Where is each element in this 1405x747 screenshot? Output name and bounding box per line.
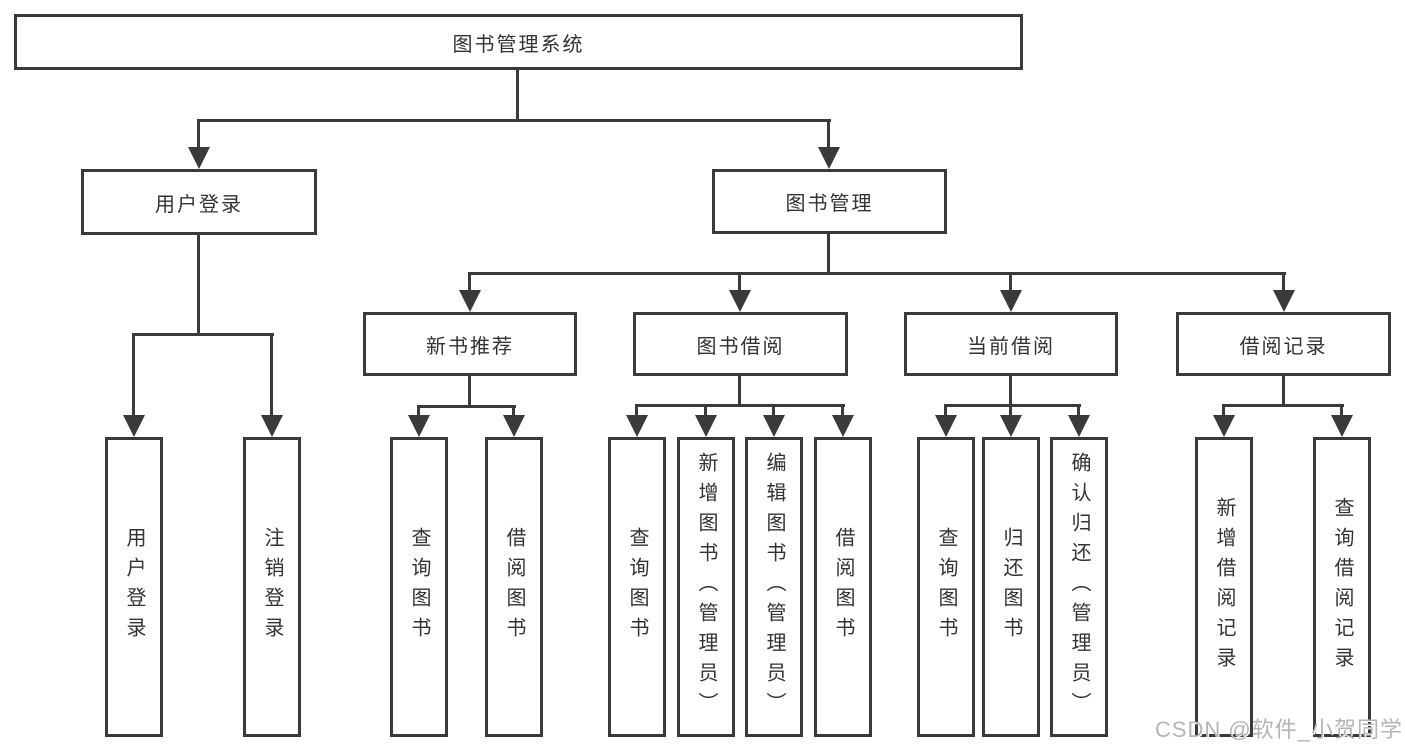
watermark: CSDN @软件_小贺同学 [1154,717,1403,742]
leaf-label: 归还图书 [1000,527,1022,647]
connector-line [704,404,707,421]
connector-arrow-down-icon [123,415,145,437]
connector-arrow-down-icon [1331,415,1353,437]
connector-arrow-down-icon [1273,290,1295,312]
connector-line [1222,404,1225,421]
connector-line [512,405,515,421]
connector-line [1009,404,1012,421]
connector-line [468,272,1286,275]
node-current-borrowing: 当前借阅 [904,312,1118,376]
node-new-book-recommend: 新书推荐 [363,312,577,376]
connector-line [635,404,845,407]
node-label: 新书推荐 [426,335,514,358]
connector-line [1282,272,1285,296]
connector-line [1340,404,1343,421]
leaf-label: 查询图书 [935,527,957,647]
connector-line [827,119,830,153]
connector-arrow-down-icon [503,415,525,437]
connector-arrow-down-icon [1000,290,1022,312]
leaf-label: 查询借阅记录 [1331,497,1353,677]
connector-line [468,376,471,408]
connector-arrow-down-icon [1000,415,1022,437]
connector-line [738,376,741,407]
leaf-label: 确认归还（管理员） [1068,452,1090,722]
connector-line [772,404,775,421]
connector-arrow-down-icon [763,415,785,437]
connector-arrow-down-icon [729,290,751,312]
node-borrowing-records: 借阅记录 [1176,312,1391,376]
leaf-add-borrow-record: 新增借阅记录 [1195,437,1253,737]
leaf-borrow-books-recommend: 借阅图书 [485,437,543,737]
leaf-label: 新增借阅记录 [1213,497,1235,677]
leaf-return-book: 归还图书 [982,437,1040,737]
leaf-label: 查询图书 [626,527,648,647]
leaf-query-books-recommend: 查询图书 [390,437,448,737]
leaf-user-login: 用户登录 [105,437,163,737]
leaf-add-book-admin: 新增图书（管理员） [677,437,735,737]
node-book-borrowing: 图书借阅 [633,312,848,376]
connector-line [1009,272,1012,296]
connector-line [516,70,519,121]
connector-line [1222,404,1344,407]
connector-line [635,404,638,421]
leaf-label: 借阅图书 [503,527,525,647]
connector-arrow-down-icon [818,147,840,169]
connector-line [1282,376,1285,407]
connector-line [827,233,830,275]
connector-line [1077,404,1080,421]
connector-line [417,405,516,408]
node-library-management-system: 图书管理系统 [14,14,1023,70]
leaf-label: 借阅图书 [832,527,854,647]
connector-line [468,272,471,296]
node-label: 图书管理 [785,193,874,215]
connector-line [197,234,200,335]
leaf-label: 新增图书（管理员） [695,452,717,722]
leaf-query-books-borrow: 查询图书 [608,437,666,737]
leaf-edit-book-admin: 编辑图书（管理员） [745,437,803,737]
node-label: 图书管理系统 [452,33,585,56]
connector-arrow-down-icon [1213,415,1235,437]
connector-line [841,404,844,421]
node-label: 用户登录 [155,193,243,216]
connector-arrow-down-icon [408,415,430,437]
leaf-borrow-books: 借阅图书 [814,437,872,737]
connector-arrow-down-icon [935,415,957,437]
leaf-label: 注销登录 [261,527,283,647]
connector-line [197,119,831,122]
node-user-login: 用户登录 [81,169,317,235]
connector-line [944,404,947,421]
leaf-logout: 注销登录 [243,437,301,737]
leaf-confirm-return-admin: 确认归还（管理员） [1050,437,1108,737]
node-label: 图书借阅 [696,335,785,358]
connector-arrow-down-icon [188,147,210,169]
connector-arrow-down-icon [626,415,648,437]
connector-arrow-down-icon [695,415,717,437]
connector-line [132,333,135,421]
connector-line [132,333,274,336]
connector-line [944,404,1081,407]
leaf-label: 查询图书 [408,527,430,647]
connector-arrow-down-icon [1068,415,1090,437]
leaf-label: 用户登录 [123,527,145,647]
leaf-label: 编辑图书（管理员） [763,452,785,722]
connector-arrow-down-icon [261,415,283,437]
leaf-query-borrow-record: 查询借阅记录 [1313,437,1371,737]
connector-line [270,333,273,421]
connector-arrow-down-icon [832,415,854,437]
connector-line [417,405,420,421]
node-label: 当前借阅 [967,335,1055,358]
connector-line [738,272,741,296]
node-label: 借阅记录 [1239,335,1328,358]
node-book-management: 图书管理 [712,169,947,234]
connector-line [1009,376,1012,407]
connector-arrow-down-icon [459,290,481,312]
connector-line [197,119,200,153]
leaf-query-books-current: 查询图书 [917,437,975,737]
